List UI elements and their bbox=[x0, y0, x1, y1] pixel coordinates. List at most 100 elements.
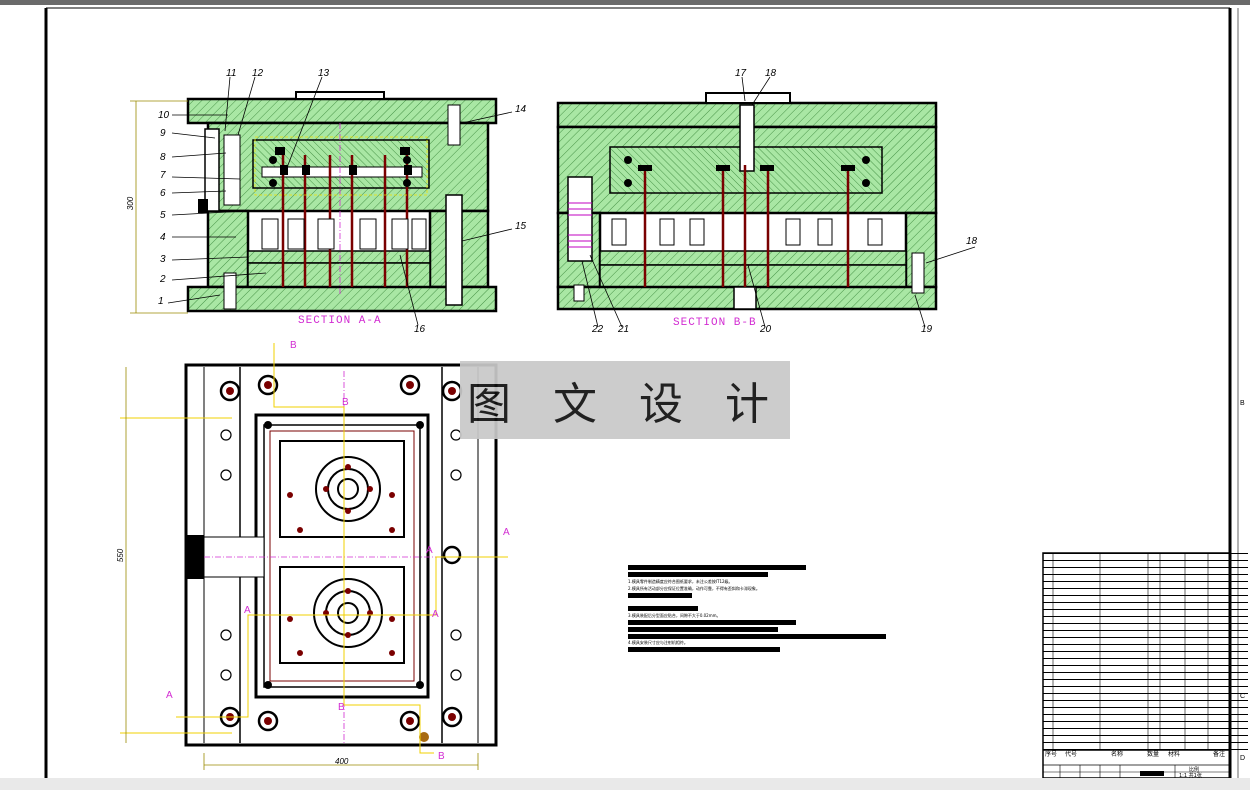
redacted-line bbox=[628, 620, 796, 625]
bom-row bbox=[1043, 672, 1248, 679]
part-label-10: 10 bbox=[158, 110, 170, 121]
part-label-15: 15 bbox=[515, 221, 527, 232]
section-aa-title: SECTION A-A bbox=[298, 315, 382, 327]
drawing-sheet: 1 2 3 4 5 6 7 8 9 10 11 12 13 14 15 16 1… bbox=[0, 5, 1250, 781]
part-label-6: 6 bbox=[160, 188, 166, 199]
bom-header-code: 代号 bbox=[1065, 751, 1078, 758]
border-zone-letter-b: B bbox=[1240, 400, 1245, 407]
bom-row bbox=[1043, 623, 1248, 630]
bom-row bbox=[1043, 581, 1248, 588]
redacted-line bbox=[628, 606, 698, 611]
bom-header: 序号 代号 名称 数量 材料 备注 bbox=[1043, 749, 1248, 759]
part-label-8: 8 bbox=[160, 152, 166, 163]
bom-row bbox=[1043, 686, 1248, 693]
redacted-line bbox=[628, 647, 780, 652]
redacted-line bbox=[628, 627, 778, 632]
bom-row bbox=[1043, 665, 1248, 672]
bom-row bbox=[1043, 595, 1248, 602]
section-aa-view bbox=[186, 91, 498, 313]
redacted-line bbox=[628, 572, 768, 577]
note-line-1: 1.模具零件制造精度应符合图纸要求，未注公差按IT12级。 bbox=[628, 579, 733, 584]
part-label-16: 16 bbox=[414, 324, 426, 335]
redacted-line bbox=[628, 593, 692, 598]
bom-row bbox=[1043, 644, 1248, 651]
bom-row bbox=[1043, 574, 1248, 581]
bom-header-no: 序号 bbox=[1045, 751, 1058, 758]
bom-row bbox=[1043, 707, 1248, 714]
note-line-3: 3.模具装配后分型面应贴合，间隙不大于0.02mm。 bbox=[628, 613, 721, 618]
dimension-width-400: 400 bbox=[335, 757, 349, 766]
bill-of-materials: 序号 代号 名称 数量 材料 备注 比例 1:1 共1张 bbox=[1043, 553, 1248, 781]
section-mark-b-mid: B bbox=[342, 397, 349, 408]
technical-notes: 1.模具零件制造精度应符合图纸要求，未注公差按IT12级。 2.模具所有活动部分… bbox=[628, 565, 890, 655]
bom-row bbox=[1043, 637, 1248, 644]
section-mark-a-mid-right: A bbox=[426, 545, 433, 556]
bom-header-material: 材料 bbox=[1168, 751, 1181, 758]
bom-row bbox=[1043, 679, 1248, 686]
part-label-5: 5 bbox=[160, 210, 166, 221]
bom-row bbox=[1043, 588, 1248, 595]
watermark-banner: 图 文 设 计 bbox=[460, 361, 790, 439]
scale-label: 比例 bbox=[1189, 767, 1200, 773]
bom-header-qty: 数量 bbox=[1147, 751, 1160, 758]
dimension-height-550: 550 bbox=[116, 548, 126, 563]
dimension-height-300: 300 bbox=[126, 196, 136, 211]
part-label-2: 2 bbox=[160, 274, 166, 285]
bom-row bbox=[1043, 553, 1248, 560]
section-mark-a-low: A bbox=[166, 690, 173, 701]
note-line-4: 4.模具安装尺寸应与注射机相符。 bbox=[628, 640, 688, 645]
bom-row bbox=[1043, 609, 1248, 616]
bom-row bbox=[1043, 658, 1248, 665]
redacted-line bbox=[628, 634, 886, 639]
mold-assembly-drawing bbox=[44, 7, 1239, 779]
note-line-2: 2.模具所有活动部分应保证位置准确，动作可靠，不得有歪斜和卡滞现象。 bbox=[628, 586, 760, 591]
bom-row bbox=[1043, 630, 1248, 637]
bom-row bbox=[1043, 602, 1248, 609]
section-bb-title: SECTION B-B bbox=[673, 317, 757, 329]
section-bb-view bbox=[556, 92, 938, 311]
sheet-label: 1:1 共1张 bbox=[1179, 773, 1202, 779]
part-label-9: 9 bbox=[160, 128, 166, 139]
window-top-strip bbox=[0, 0, 1250, 5]
plan-view bbox=[184, 363, 498, 747]
part-label-20: 20 bbox=[760, 324, 772, 335]
bom-header-remark: 备注 bbox=[1213, 751, 1226, 758]
section-mark-a-right: A bbox=[503, 527, 510, 538]
bom-row bbox=[1043, 651, 1248, 658]
part-label-4: 4 bbox=[160, 232, 166, 243]
section-mark-a-mid-left: A bbox=[432, 609, 439, 620]
part-label-17: 17 bbox=[735, 68, 747, 79]
part-label-12: 12 bbox=[252, 68, 264, 79]
window-bottom-strip bbox=[0, 778, 1250, 790]
watermark-text: 图 文 设 计 bbox=[467, 379, 783, 430]
bom-row bbox=[1043, 567, 1248, 574]
part-label-22: 22 bbox=[592, 324, 604, 335]
part-label-7: 7 bbox=[160, 170, 166, 181]
bom-row bbox=[1043, 714, 1248, 721]
bom-header-name: 名称 bbox=[1111, 751, 1124, 758]
bom-row bbox=[1043, 742, 1248, 749]
bom-row bbox=[1043, 700, 1248, 707]
part-label-21: 21 bbox=[618, 324, 630, 335]
part-label-13: 13 bbox=[318, 68, 330, 79]
part-label-11: 11 bbox=[226, 68, 237, 79]
part-label-18-right: 18 bbox=[966, 236, 978, 247]
bom-row bbox=[1043, 735, 1248, 742]
bom-row bbox=[1043, 721, 1248, 728]
bom-row bbox=[1043, 728, 1248, 735]
part-label-14: 14 bbox=[515, 104, 527, 115]
section-mark-b-bottom: B bbox=[438, 751, 445, 762]
section-mark-a-left: A bbox=[244, 605, 251, 616]
bom-row bbox=[1043, 560, 1248, 567]
section-mark-b-low: B bbox=[338, 702, 345, 713]
bom-row bbox=[1043, 616, 1248, 623]
section-mark-b-top: B bbox=[290, 340, 297, 351]
bom-row bbox=[1043, 693, 1248, 700]
border-zone-letter-c: C bbox=[1240, 693, 1246, 700]
part-label-18-top: 18 bbox=[765, 68, 777, 79]
border-zone-letter-d: D bbox=[1240, 755, 1246, 762]
redacted-line bbox=[628, 565, 806, 570]
part-label-19: 19 bbox=[921, 324, 933, 335]
part-label-3: 3 bbox=[160, 254, 166, 265]
part-label-1: 1 bbox=[158, 296, 164, 307]
